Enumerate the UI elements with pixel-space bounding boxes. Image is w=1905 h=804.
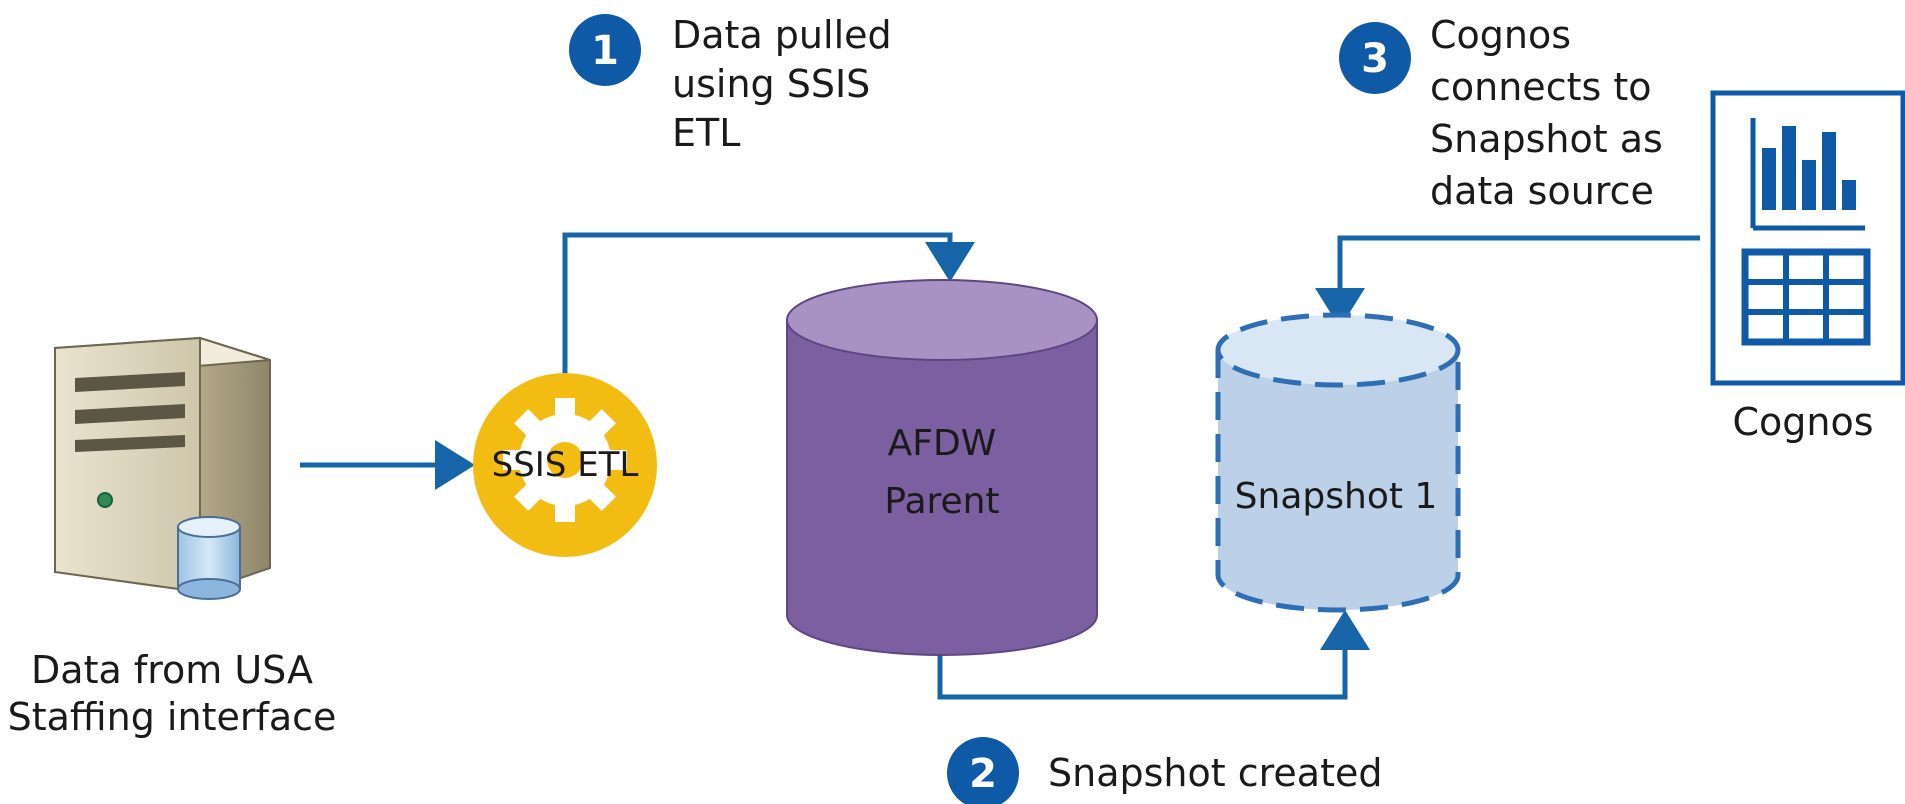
step-2-number: 2 <box>969 751 997 797</box>
etl-label: SSIS ETL <box>492 445 639 485</box>
server-with-database-icon <box>54 336 271 600</box>
step-1-text-line3: ETL <box>672 111 740 155</box>
step-3-number: 3 <box>1361 36 1389 82</box>
source-label-line1: Data from USA <box>31 648 313 692</box>
step-3-text-line2: connects to <box>1430 65 1652 109</box>
step-2-badge <box>947 737 1019 804</box>
snapshot-db-label: Snapshot 1 <box>1235 476 1438 517</box>
step-3-badge <box>1339 22 1411 94</box>
report-chart-table-icon <box>1741 118 1871 346</box>
gear-icon <box>503 398 627 522</box>
parent-database-cylinder: AFDW Parent <box>786 279 1098 656</box>
connector-etl-to-parent <box>562 232 975 380</box>
step-2-text-line1: Snapshot created <box>1048 751 1382 795</box>
step-3-text-line3: Snapshot as <box>1430 117 1663 161</box>
connector-parent-to-snapshot <box>937 610 1370 700</box>
step-1: 1 Data pulled using SSIS ETL <box>569 13 892 155</box>
cognos-label: Cognos <box>1732 400 1873 444</box>
step-2: 2 Snapshot created <box>947 737 1382 804</box>
parent-db-label-line1: AFDW <box>888 423 997 464</box>
snapshot-database-cylinder: Snapshot 1 <box>1215 312 1461 613</box>
step-1-number: 1 <box>591 28 619 74</box>
etl-node: SSIS ETL <box>473 373 657 557</box>
step-3-text-line4: data source <box>1430 169 1654 213</box>
database-icon <box>177 516 241 600</box>
step-1-badge <box>569 14 641 86</box>
step-1-text-line1: Data pulled <box>672 13 892 57</box>
cognos-node: Cognos <box>1710 90 1905 444</box>
parent-db-label-line2: Parent <box>884 481 999 522</box>
step-3: 3 Cognos connects to Snapshot as data so… <box>1339 13 1663 213</box>
step-1-text-line2: using SSIS <box>672 62 870 106</box>
step-3-text-line1: Cognos <box>1430 13 1571 57</box>
source-label-line2: Staffing interface <box>8 695 337 739</box>
connector-cognos-to-snapshot <box>1315 235 1700 328</box>
